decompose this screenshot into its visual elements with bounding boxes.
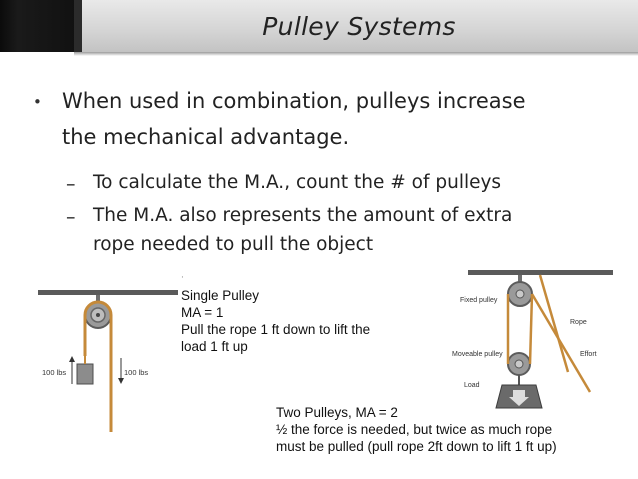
two-pulleys-caption-line-1: Two Pulleys, MA = 2 — [276, 405, 398, 420]
weight-label: 100 lbs — [42, 368, 66, 377]
two-pulleys-caption: Two Pulleys, MA = 2 ½ the force is neede… — [276, 404, 636, 455]
sub-point-2-line-2: rope needed to pull the object — [93, 234, 374, 255]
ceiling-bar — [468, 270, 613, 275]
rope-anchor-segment — [538, 274, 570, 373]
ceiling-bar — [38, 290, 178, 295]
title-band — [74, 0, 638, 52]
title-shadow — [74, 52, 638, 56]
sub-point-1: To calculate the M.A., count the # of pu… — [93, 172, 502, 193]
main-point-line-1: When used in combination, pulleys increa… — [62, 89, 526, 113]
single-pulley-caption: Single Pulley MA = 1 Pull the rope 1 ft … — [181, 287, 421, 355]
single-pulley-caption-line-4: load 1 ft up — [181, 339, 248, 354]
single-pulley-caption-line-3: Pull the rope 1 ft down to lift the — [181, 322, 371, 337]
slide-title: Pulley Systems — [262, 12, 456, 41]
pulley-axle — [96, 313, 100, 317]
two-pulleys-caption-line-2: ½ the force is needed, but twice as much… — [276, 422, 553, 437]
sub-bullet-dash-1: – — [66, 173, 76, 195]
moveable-pulley-hub — [514, 359, 524, 369]
pull-arrow-head-icon — [118, 378, 124, 384]
single-pulley-caption-line-1: Single Pulley — [181, 288, 260, 303]
title-left-accent — [0, 0, 88, 52]
sub-point-2-line-1: The M.A. also represents the amount of e… — [93, 205, 513, 226]
fixed-pulley-hub — [515, 289, 525, 299]
fixed-pulley-mount — [518, 275, 522, 285]
force-label: 100 lbs — [124, 368, 148, 377]
main-point-line-2: the mechanical advantage. — [62, 125, 350, 149]
rope-label: Rope — [570, 319, 587, 326]
down-arrow-icon — [509, 390, 529, 406]
single-pulley-diagram: 100 lbs 100 lbs — [38, 290, 178, 432]
moveable-pulley-label: Moveable pulley — [452, 351, 503, 358]
fixed-pulley-label: Fixed pulley — [460, 297, 498, 304]
two-pulleys-caption-line-3: must be pulled (pull rope 2ft down to li… — [276, 439, 557, 454]
rope-over-wheel — [83, 300, 113, 316]
rope-middle-segment — [528, 293, 534, 365]
weight-block — [76, 363, 94, 385]
sub-bullet-dash-2: – — [66, 206, 76, 228]
rope-effort-segment — [530, 293, 592, 393]
bullet-marker: • — [33, 93, 42, 111]
single-pulley-caption-line-2: MA = 1 — [181, 305, 224, 320]
effort-label: Effort — [580, 351, 597, 358]
lift-arrow-head-icon — [69, 356, 75, 362]
load-label: Load — [464, 382, 480, 389]
caption-marker: · — [181, 273, 184, 283]
two-pulley-diagram: Fixed pulley Rope Moveable pulley Effort… — [452, 270, 613, 409]
